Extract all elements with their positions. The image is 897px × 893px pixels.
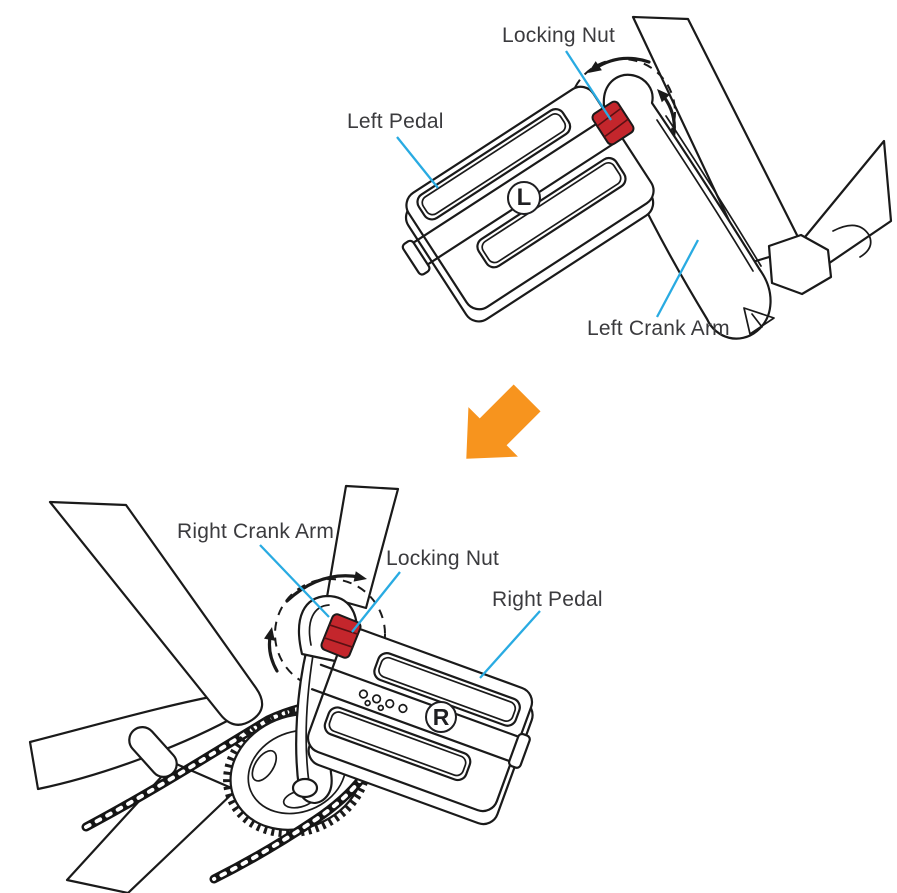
leader-locking-nut-bottom <box>351 571 401 633</box>
leader-right-crank-arm <box>259 544 330 618</box>
chain-lower-run <box>209 773 367 884</box>
crank-hub <box>291 777 319 799</box>
leader-left-crank-arm <box>655 239 700 318</box>
rotation-arrow-top <box>285 574 362 603</box>
frame-tube-upper-left <box>48 500 264 726</box>
right-pedal-diagram <box>28 484 534 893</box>
label-left-crank-arm: Left Crank Arm <box>587 317 730 340</box>
step-arrow-icon <box>466 384 541 459</box>
pedal-bearing-screws <box>358 689 408 714</box>
label-locking-nut-top: Locking Nut <box>502 24 616 47</box>
bottom-bracket-lug <box>767 233 833 296</box>
pedal-cutout-lower <box>323 706 472 782</box>
crank-contour-line <box>305 654 314 784</box>
pedal-cutout-upper-inner <box>421 113 567 216</box>
frame-lug-ear <box>832 224 872 258</box>
pedal-cutout-lower-inner <box>328 711 467 777</box>
leader-locking-nut-top <box>565 50 612 121</box>
leader-left-pedal <box>396 136 439 189</box>
pedal-cutout-lower-inner <box>481 161 622 264</box>
crank-contour-line <box>656 119 754 272</box>
locking-nut-facets <box>323 624 359 648</box>
rotation-arrowhead-top <box>588 61 602 73</box>
pedal-cutout-upper-inner <box>378 656 517 722</box>
down-tube <box>65 761 238 893</box>
rotation-arrow-top <box>592 56 651 71</box>
left-pedal-diagram <box>401 15 893 340</box>
crank-triangle-inner <box>751 313 763 328</box>
rotation-arrowhead-left <box>264 627 275 641</box>
rotation-arrowhead-right <box>657 89 670 103</box>
seat-tube <box>325 484 400 610</box>
crank-contour-line <box>665 115 762 267</box>
pedal-cutout-lower <box>476 156 627 269</box>
label-right-pedal: Right Pedal <box>492 588 603 611</box>
rotation-arrowhead-top <box>353 571 367 582</box>
pedal-axle-bar <box>310 663 522 763</box>
label-right-crank-arm: Right Crank Arm <box>177 520 335 543</box>
label-locking-nut-bottom: Locking Nut <box>386 547 500 570</box>
pedal-cutout-upper <box>416 108 572 221</box>
locking-nut-right <box>320 613 362 659</box>
leader-lines <box>259 50 700 679</box>
left-pedal-marking: L <box>507 181 541 215</box>
right-pedal-marking: R <box>425 701 457 733</box>
right-pedal-shape <box>306 627 534 826</box>
crank-boss-contour <box>308 604 330 646</box>
pedal-axle-end-cap <box>508 732 531 769</box>
leader-right-pedal <box>479 610 541 679</box>
spider-window <box>251 749 278 782</box>
label-left-pedal: Left Pedal <box>347 110 444 133</box>
pedal-axle-end-cap <box>401 239 431 276</box>
